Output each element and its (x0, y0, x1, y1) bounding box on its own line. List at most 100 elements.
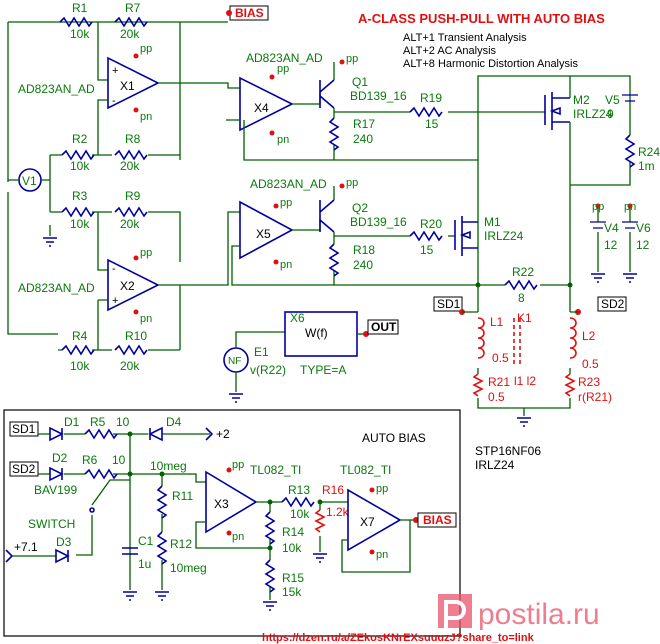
x2-model: AD823AN_AD (18, 281, 95, 295)
x7-label: X7 (360, 515, 375, 529)
bias-net-text-bottom: BIAS (423, 513, 452, 527)
v6-label: V6 (636, 221, 651, 235)
l1-label: L1 (490, 315, 504, 329)
r3-value: 10k (70, 217, 90, 231)
analysis-line-2: ALT+2 AC Analysis (403, 45, 497, 57)
d2-label: D2 (52, 451, 68, 465)
sd2-net-label (597, 296, 627, 312)
r10-value: 20k (120, 359, 140, 373)
x2-pp: pp (140, 247, 152, 259)
r2-label: R2 (72, 132, 88, 146)
r12-label: R12 (170, 537, 192, 551)
r13-value: 10k (290, 507, 310, 521)
sd2-input-label (9, 461, 39, 477)
x6-type: TYPE=A (300, 363, 346, 377)
sd1-net-text: SD1 (437, 297, 461, 311)
r18-label: R18 (353, 243, 375, 257)
bias-net-label-bottom (417, 512, 457, 528)
q2-label: Q2 (352, 201, 368, 215)
switch-label: SWITCH (28, 517, 75, 531)
r21-label: R21 (488, 375, 510, 389)
r9-label: R9 (125, 189, 141, 203)
x6-label: X6 (290, 311, 305, 325)
q2-pp: pp (346, 177, 358, 189)
x4-pn: pn (277, 134, 289, 146)
v6-pn: pn (624, 201, 636, 213)
e1-label: E1 (254, 345, 269, 359)
m2-label: M2 (573, 93, 590, 107)
v4-pp: pp (592, 201, 604, 213)
m2-model: IRLZ24 (573, 107, 613, 121)
v4-label: V4 (604, 221, 619, 235)
sd2-input-text: SD2 (12, 462, 36, 476)
svg-text:+: + (112, 65, 118, 77)
k1-coils: l1 l2 (514, 374, 536, 388)
r8-value: 20k (120, 159, 140, 173)
analysis-line-3: ALT+8 Harmonic Distortion Analysis (403, 58, 578, 70)
r13-label: R13 (288, 483, 310, 497)
r22-label: R22 (512, 265, 534, 279)
q1-pp: pp (346, 53, 358, 65)
r15-value: 15k (282, 585, 302, 599)
footer-url[interactable]: https://dzen.ru/a/ZEkosKNrEXsuuuzJ?share… (262, 632, 535, 644)
x3-pn: pn (232, 531, 244, 543)
r20-label: R20 (420, 217, 442, 231)
r4-value: 10k (70, 359, 90, 373)
m1-model: IRLZ24 (484, 229, 524, 243)
v4-value: 12 (604, 238, 618, 252)
svg-text:-: - (112, 95, 116, 107)
postila-logo-mark (438, 594, 472, 628)
x1-label: X1 (120, 79, 135, 93)
x1-pn: pn (140, 111, 152, 123)
r19-value: 15 (425, 117, 439, 131)
r23-label: R23 (578, 375, 600, 389)
r12-value: 10meg (170, 561, 207, 575)
r2-value: 10k (70, 159, 90, 173)
r4-label: R4 (72, 329, 88, 343)
r14-value: 10k (282, 541, 302, 555)
r7-label: R7 (125, 1, 141, 15)
r7-value: 20k (120, 27, 140, 41)
x7-pn: pn (376, 549, 388, 561)
d3-label: D3 (56, 535, 72, 549)
plus71-label: +7.1 (14, 540, 38, 554)
out-net-text: OUT (371, 320, 397, 334)
r8-label: R8 (125, 132, 141, 146)
out-net-label (367, 319, 399, 335)
x3-pp: pp (232, 459, 244, 471)
x4-model: AD823AN_AD (246, 51, 323, 65)
mosfet-note-2: IRLZ24 (475, 458, 515, 472)
d1-label: D1 (64, 415, 80, 429)
postila-logo-text: postila.ru (478, 598, 600, 631)
r16-label: R16 (322, 483, 344, 497)
x4-label: X4 (254, 101, 269, 115)
r18-value: 240 (353, 258, 373, 272)
postila-watermark: postila.ru (438, 594, 600, 631)
r3-label: R3 (72, 189, 88, 203)
r5-value: 10 (116, 415, 130, 429)
q1-label: Q1 (352, 75, 368, 89)
r22-value: 8 (518, 291, 525, 305)
sd1-input-text: SD1 (12, 422, 36, 436)
schematic-title: A-CLASS PUSH-PULL WITH AUTO BIAS (358, 11, 605, 26)
r17-value: 240 (353, 132, 373, 146)
r5-label: R5 (90, 415, 106, 429)
bias-net-text-top: BIAS (235, 6, 264, 20)
x1-pp: pp (140, 43, 152, 55)
c1-value: 1u (138, 557, 151, 571)
plus2-label: +2 (216, 427, 230, 441)
r1-value: 10k (70, 27, 90, 41)
x7-model: TL082_TI (340, 463, 391, 477)
auto-bias-title: AUTO BIAS (362, 431, 426, 445)
r11-label: R11 (172, 489, 193, 503)
d2-model: BAV199 (34, 483, 77, 497)
e1-nf: NF (228, 356, 241, 367)
r24-value: 1m (638, 159, 655, 173)
d4-label: D4 (166, 415, 182, 429)
x2-label: X2 (120, 279, 135, 293)
v1-label: V1 (22, 174, 37, 188)
v5-label: V5 (605, 93, 620, 107)
r9-value: 20k (120, 217, 140, 231)
e1-expr: v(R22) (250, 363, 286, 377)
